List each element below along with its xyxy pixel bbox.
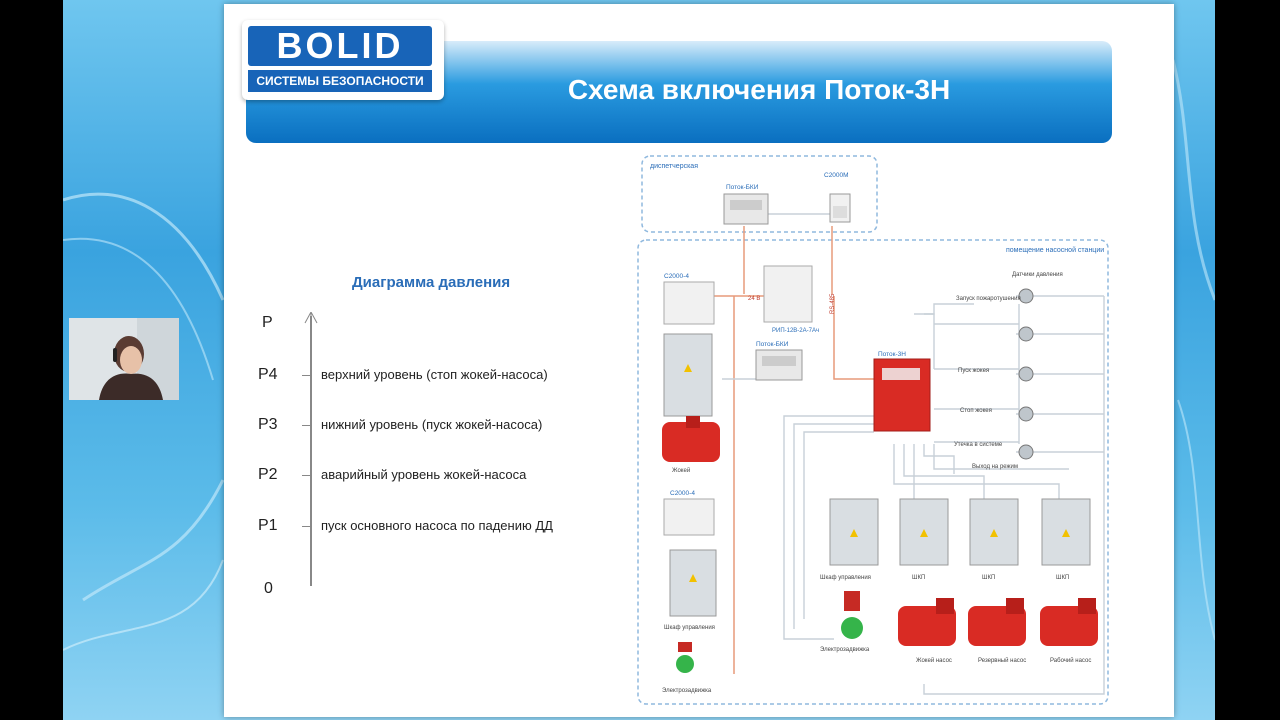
potok-bki-top-label: Поток-БКИ — [726, 184, 759, 191]
bki-panel — [762, 356, 796, 366]
pump-motor — [1006, 598, 1024, 614]
dispatch-zone — [641, 155, 878, 233]
level-text: нижний уровень (пуск жокей-насоса) — [321, 417, 543, 432]
c2000-4-bottom-label: С2000-4 — [670, 490, 695, 497]
warning-icon — [990, 529, 998, 537]
dispatch-zone-label: диспетчерская — [650, 163, 698, 170]
power-lines — [714, 226, 884, 674]
jockey-pump-motor — [686, 416, 700, 428]
jockey-label: Жокей — [672, 467, 690, 474]
valve-actuator — [844, 591, 860, 611]
pump-motor — [1078, 598, 1096, 614]
warning-icon — [850, 529, 858, 537]
c2000-4-top-device — [663, 281, 715, 325]
left-valve-label: Электрозадвижка — [662, 688, 712, 694]
rs485-label: RS-485 — [830, 293, 836, 314]
shkp-label: ШКП — [982, 575, 995, 581]
system-leak-label: Утечка в системе — [954, 442, 1003, 448]
mode-output-label: Выход на режим — [972, 464, 1018, 470]
warning-icon — [689, 574, 697, 582]
left-valve-icon — [676, 655, 694, 673]
jockey-pump-image — [898, 606, 956, 646]
pressure-diagram-title: Диаграмма давления — [352, 274, 511, 291]
potok-bki-mid-label: Поток-БКИ — [756, 341, 789, 348]
pressure-sensor-icon — [1018, 326, 1034, 342]
warning-icon — [1062, 529, 1070, 537]
zero-label: 0 — [264, 580, 273, 597]
jockey-stop-label: Стоп жокея — [960, 408, 992, 414]
level-label: P1 — [258, 517, 278, 534]
level-tick — [302, 375, 310, 376]
logo-wordmark: BOLID — [248, 26, 432, 66]
connection-scheme: диспетчерская помещение насосной станции — [637, 155, 1109, 705]
bki-panel — [730, 200, 762, 210]
reserve-pump-image — [968, 606, 1026, 646]
c2000-4-bottom-device — [663, 498, 715, 536]
reserve-pump-label: Резервный насос — [978, 657, 1026, 664]
pump-motor — [936, 598, 954, 614]
webcam-overlay — [69, 318, 179, 400]
pressure-sensor-icon — [1018, 288, 1034, 304]
jockey-cabinet — [663, 333, 713, 417]
signal-lines — [722, 213, 1105, 695]
bolid-logo: BOLID СИСТЕМЫ БЕЗОПАСНОСТИ — [242, 20, 444, 100]
working-pump-label: Рабочий насос — [1050, 657, 1091, 664]
pressure-sensor-icon — [1018, 444, 1034, 460]
jockey-start-label: Пуск жокея — [958, 368, 989, 374]
axis-arrow-icon — [304, 312, 318, 324]
logo-tagline: СИСТЕМЫ БЕЗОПАСНОСТИ — [248, 70, 432, 92]
fire-start-label: Запуск пожаротушения — [956, 296, 1021, 302]
presentation-slide: Схема включения Поток-3Н BOLID СИСТЕМЫ Б… — [224, 4, 1174, 717]
slide-title: Схема включения Поток-3Н — [567, 74, 951, 105]
c2000-4-top-label: С2000-4 — [664, 273, 689, 280]
level-text: аварийный уровень жокей-насоса — [321, 467, 527, 482]
control-cabinet — [829, 498, 879, 566]
jockey-pump-label: Жокей насос — [916, 657, 952, 664]
potok-3n-label: Поток-3Н — [878, 351, 906, 358]
level-label: P4 — [258, 366, 278, 383]
pump-station-zone-label: помещение насосной станции — [1006, 246, 1104, 254]
level-tick — [302, 475, 310, 476]
rip-label: РИП-12В-2А-7Ач — [772, 328, 819, 334]
level-tick — [302, 526, 310, 527]
background-swirls — [63, 59, 1215, 651]
left-cabinet-label: Шкаф управления — [664, 625, 715, 631]
warning-icon — [920, 529, 928, 537]
working-pump-image — [1040, 606, 1098, 646]
pressure-sensor-icon — [1018, 366, 1034, 382]
control-cabinet-label: Шкаф управления — [820, 575, 871, 581]
left-valve-actuator — [678, 642, 692, 652]
warning-icon — [684, 364, 692, 372]
valve-label: Электрозадвижка — [820, 647, 870, 653]
shkp-label: ШКП — [1056, 575, 1069, 581]
level-text: верхний уровень (стоп жокей-насоса) — [321, 367, 548, 382]
level-label: P2 — [258, 466, 278, 483]
axis-label-p: P — [262, 314, 273, 331]
pressure-sensor-icon — [1018, 406, 1034, 422]
level-label: P3 — [258, 416, 278, 433]
level-tick — [302, 425, 310, 426]
c2000m-label: С2000М — [824, 172, 849, 179]
left-control-cabinet — [669, 549, 717, 617]
valve-icon — [841, 617, 863, 639]
shkp-label: ШКП — [912, 575, 925, 581]
c2000m-keypad — [833, 206, 847, 218]
pressure-axis — [310, 316, 312, 586]
jockey-pump-image — [662, 422, 720, 462]
webcam-presenter-image — [69, 318, 179, 400]
potok-3n-display — [882, 368, 920, 380]
pressure-sensors-label: Датчики давления — [1012, 272, 1063, 278]
level-text: пуск основного насоса по падению ДД — [321, 518, 553, 533]
rip-device — [763, 265, 813, 323]
pump-station-zone — [637, 239, 1109, 705]
line-24v-label: 24 В — [748, 296, 760, 302]
